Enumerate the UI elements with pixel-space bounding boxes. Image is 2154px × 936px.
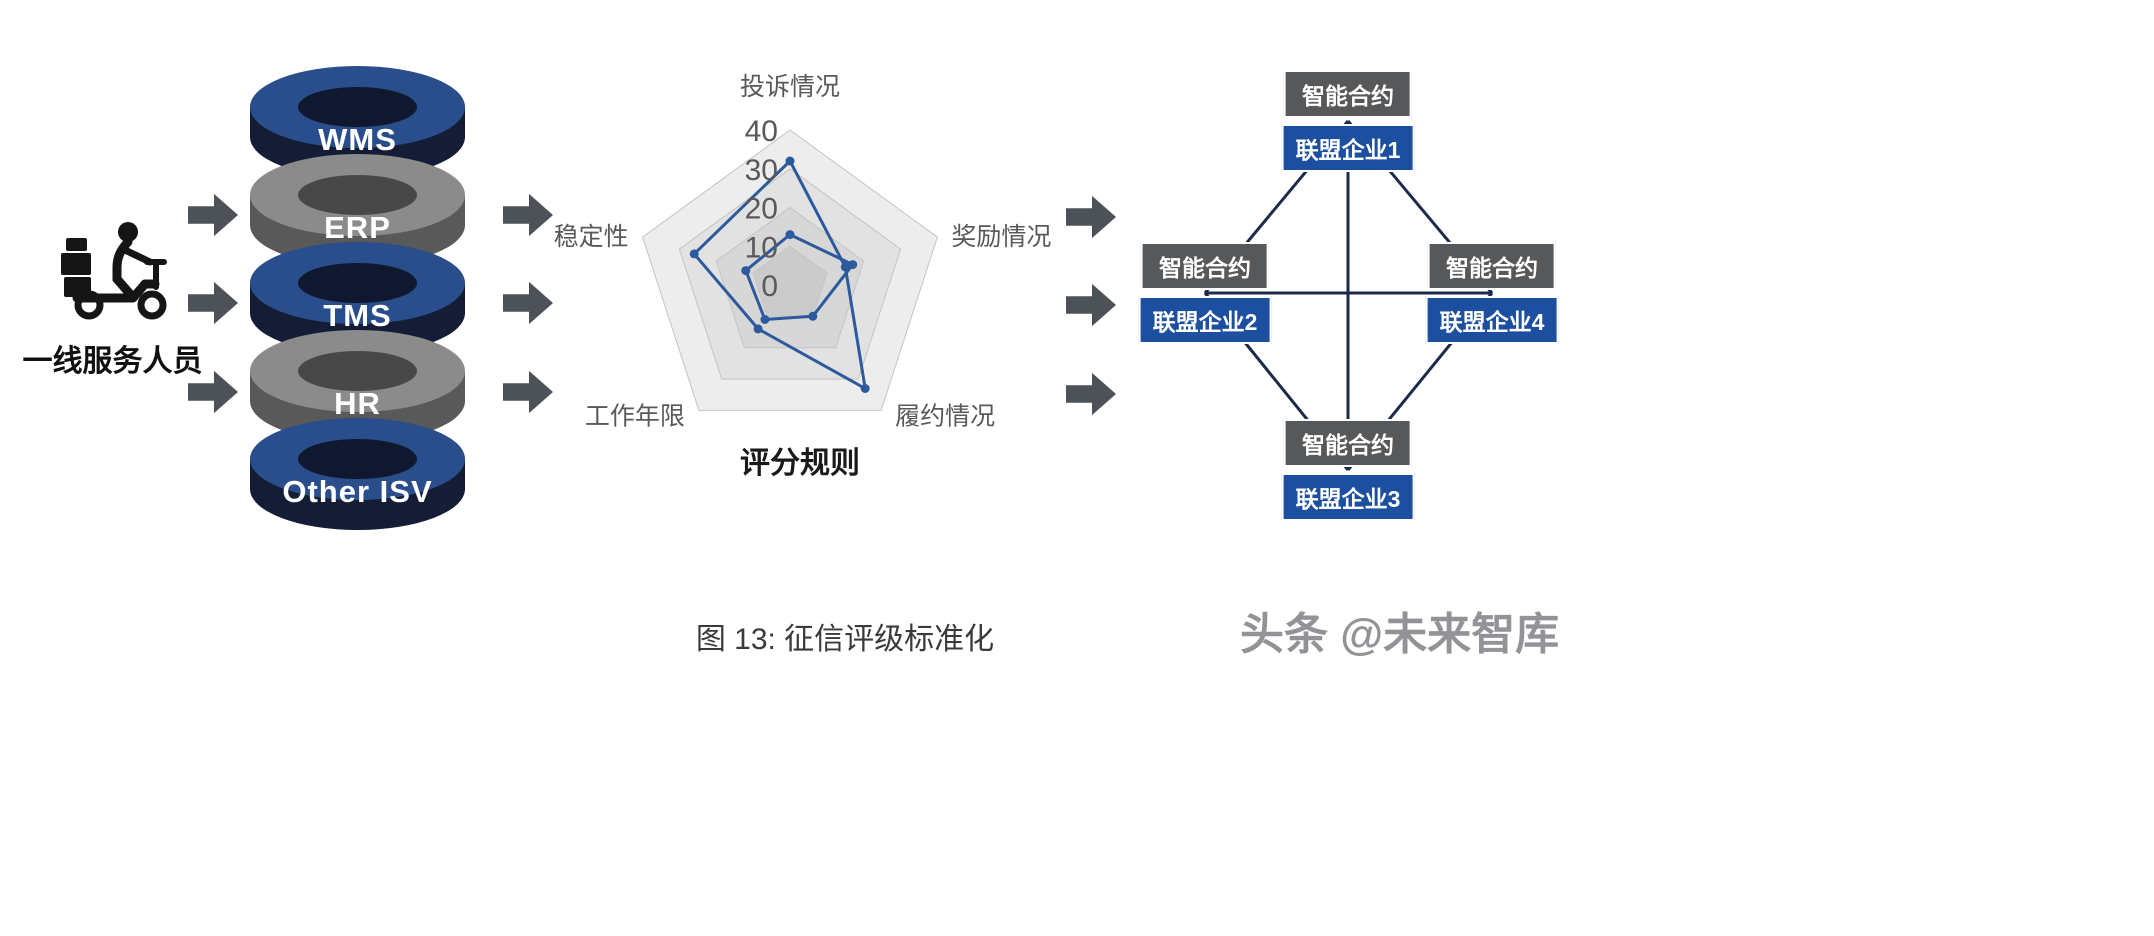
flow-arrow-icon [188, 193, 238, 237]
radar-axis-label: 履约情况 [895, 402, 995, 430]
radar-point [760, 315, 770, 324]
network-node-3: 智能合约联盟企业3 [1281, 419, 1415, 521]
network-node-4: 智能合约联盟企业4 [1425, 242, 1559, 344]
smart-contract-box: 智能合约 [1283, 419, 1412, 467]
flow-arrow-icon [1066, 283, 1116, 327]
radar-axis-label: 稳定性 [554, 223, 629, 251]
figure-caption: 图 13: 征信评级标准化 [695, 623, 995, 656]
ring-hole [298, 87, 417, 127]
radar-tick-label: 30 [745, 154, 778, 187]
ring-hole [298, 351, 417, 391]
network-node-2: 智能合约联盟企业2 [1138, 242, 1272, 344]
smart-contract-box: 智能合约 [1427, 242, 1556, 290]
scooter-deck-icon [72, 279, 160, 303]
scooter-rider-icon [61, 222, 167, 320]
cargo-boxes-icon [61, 238, 91, 297]
radar-tick-label: 0 [761, 270, 778, 303]
alliance-company-box: 联盟企业4 [1425, 296, 1559, 344]
ring-label: HR [334, 386, 381, 421]
radar-tick-label: 20 [745, 193, 778, 226]
system-ring-other-isv: Other ISV [250, 418, 465, 530]
radar-chart-title: 评分规则 [740, 447, 860, 480]
front-wheel-icon [137, 290, 167, 320]
radar-point [785, 230, 795, 240]
radar-axis-label: 投诉情况 [740, 73, 840, 101]
radar-series-1 [692, 159, 867, 390]
ring-label: WMS [318, 122, 397, 157]
radar-point [753, 324, 763, 334]
radar-tick-label: 10 [745, 231, 778, 264]
radar-point [785, 156, 795, 166]
radar-axis-label: 工作年限 [585, 402, 685, 430]
ring-hole [298, 439, 417, 479]
service-staff-label: 一线服务人员 [22, 345, 203, 378]
ring-label: ERP [324, 210, 391, 245]
ring-hole [298, 263, 417, 303]
rider-arm-icon [121, 246, 154, 266]
flow-arrow-icon [188, 281, 238, 325]
ring-hole [298, 175, 417, 215]
radar-point [860, 384, 870, 393]
alliance-company-box: 联盟企业3 [1281, 473, 1415, 521]
radar-tick-label: 40 [745, 115, 778, 148]
alliance-company-box: 联盟企业2 [1138, 296, 1272, 344]
smart-contract-box: 智能合约 [1140, 242, 1269, 290]
radar-point [689, 249, 699, 259]
radar-grid-ring-10 [752, 245, 828, 317]
ring-label: TMS [323, 298, 392, 333]
rider-helmet-icon [118, 222, 138, 242]
radar-chart-section: 0 10 20 30 40 投诉情况奖励情况履约情况 工作年限 稳定性 [540, 50, 1060, 470]
ring-label: Other ISV [282, 474, 433, 509]
radar-series-2 [744, 233, 855, 321]
network-node-1: 智能合约联盟企业1 [1281, 70, 1415, 172]
radar-point [848, 260, 858, 270]
radar-point [808, 311, 818, 321]
systems-ring-stack: WMS ERP TMS HR Other ISV [250, 66, 465, 536]
flow-arrow-icon [1066, 372, 1116, 416]
alliance-company-box: 联盟企业1 [1281, 124, 1415, 172]
radar-axis-label: 奖励情况 [951, 223, 1051, 251]
watermark: 头条 @未来智库 [1240, 610, 1560, 659]
flow-arrow-icon [1066, 195, 1116, 239]
smart-contract-box: 智能合约 [1283, 70, 1412, 118]
rider-body-icon [112, 237, 135, 299]
delivery-rider-icon [55, 205, 175, 325]
radar-point [741, 266, 751, 276]
